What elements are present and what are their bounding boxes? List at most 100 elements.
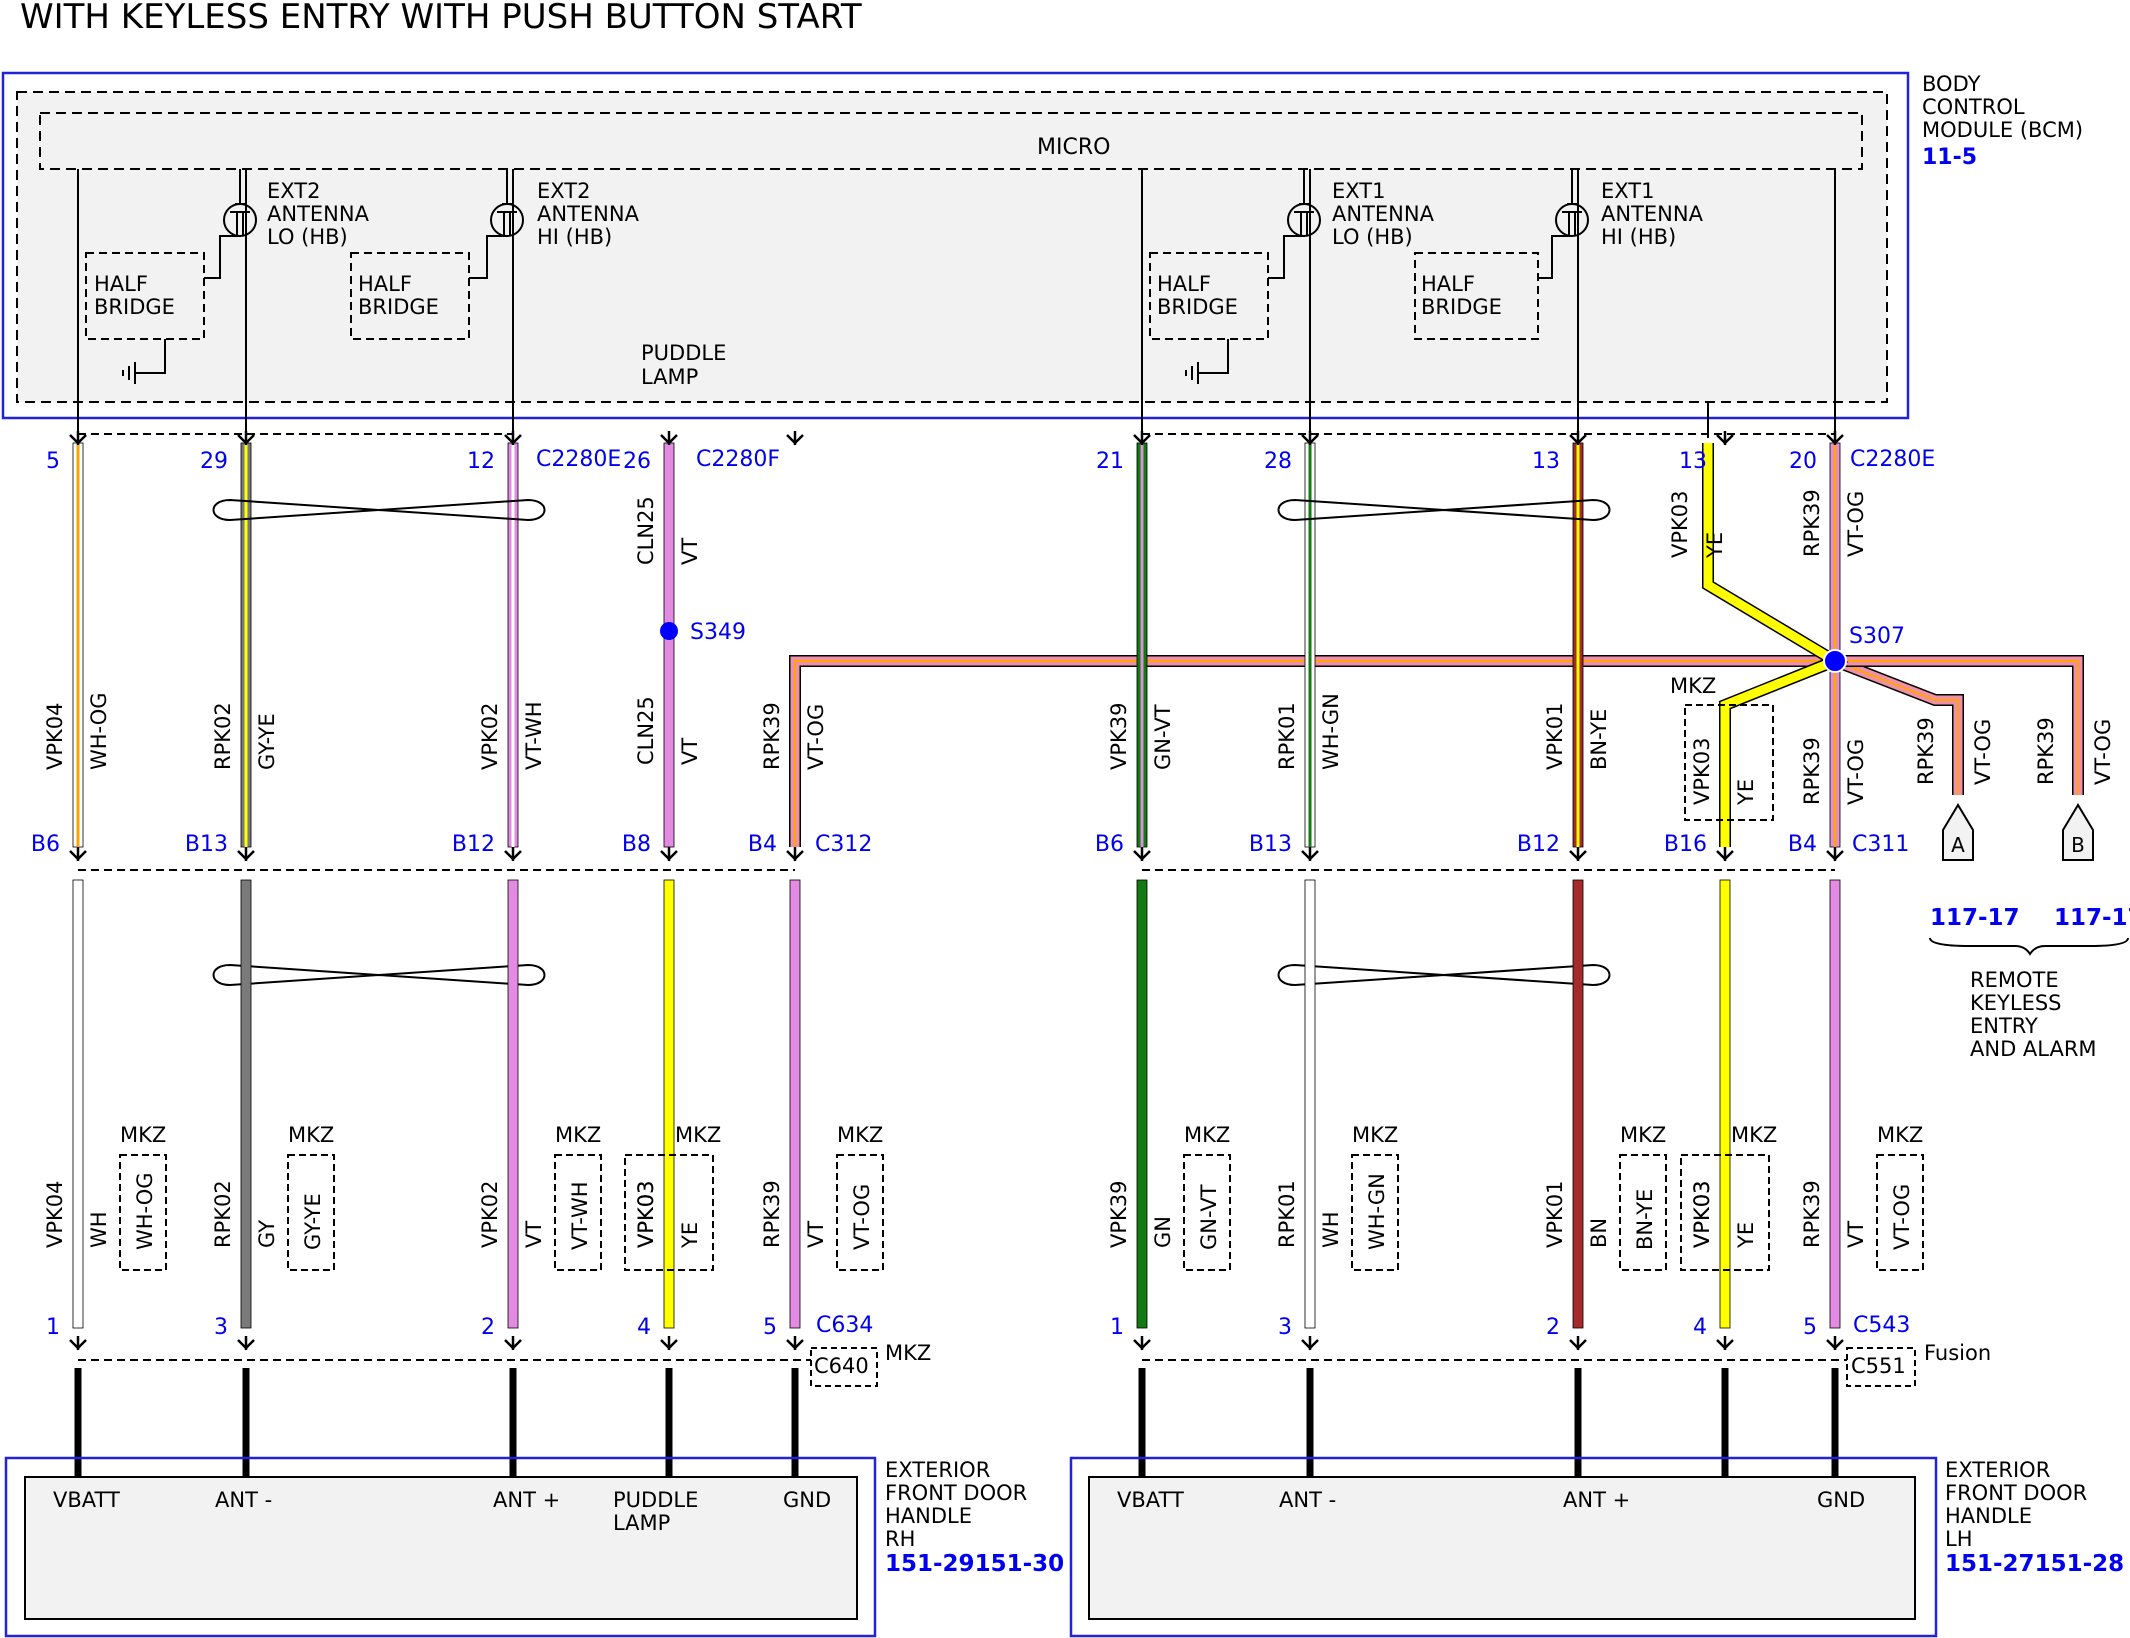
mkz-box [624,1154,714,1271]
branch-color: VT-OG [2091,719,2115,785]
lh-name-4: LH [1945,1527,1973,1551]
mkz-box [1183,1154,1231,1271]
mkz-label: MKZ [288,1123,334,1147]
wire-circuit: RPK39 [760,702,784,770]
bottom-wire-6 [1136,879,1148,1329]
bottom-pin: 4 [1693,1315,1707,1340]
antenna-3-line-3: LO (HB) [1332,225,1413,249]
connector-c551-note: Fusion [1924,1341,1991,1365]
top-wire-2 [240,442,252,848]
mid-pin: B12 [452,832,495,857]
connector-c640-note: MKZ [885,1341,931,1365]
top-pin: 5 [46,449,60,474]
top-wire-1 [72,442,84,848]
mkz-label: MKZ [1620,1123,1666,1147]
remote-keyless-3: ENTRY [1970,1014,2038,1038]
connector-c543: C543 [1853,1313,1910,1338]
half-bridge-2-line-2: BRIDGE [358,295,439,319]
rh-pin-puddle-2: LAMP [613,1511,670,1535]
bottom-pin: 4 [637,1315,651,1340]
mkz-color: WH-GN [1365,1173,1389,1250]
mid-pin: B8 [622,832,651,857]
wire-circuit-upper: RPK39 [1800,489,1824,557]
wire-circuit: VPK03 [634,1180,658,1248]
half-bridges: HALF BRIDGE HALF BRIDGE HALF BRIDGE HALF… [85,252,1539,340]
ref-117-17-a-link[interactable]: 117-17 [1930,905,2020,931]
wire-circuit: VPK39 [1107,702,1131,770]
antenna-2-line-1: EXT2 [537,179,590,203]
half-bridge-4-line-1: HALF [1421,272,1475,296]
splice-s307-label: S307 [1849,624,1905,649]
remote-keyless-2: KEYLESS [1970,991,2062,1015]
diagram-title: WITH KEYLESS ENTRY WITH PUSH BUTTON STAR… [20,0,862,37]
bcm-name-1: BODY [1922,72,1981,96]
mkz-color: VT-OG [850,1184,874,1250]
lh-pin-gnd: GND [1817,1488,1865,1512]
connector-c2280e-left: C2280E [536,447,621,472]
connector-c2280f: C2280F [696,447,780,472]
half-bridge-2-line-1: HALF [358,272,412,296]
mkz-color: GY-YE [301,1193,325,1250]
bottom-wire-1 [72,879,84,1329]
mkz-label: MKZ [120,1123,166,1147]
mkz-color: WH-OG [133,1172,157,1250]
mkz-label: MKZ [1731,1123,1777,1147]
inline-connector-label: A [1951,833,1965,857]
bcm-ref-link[interactable]: 11-5 [1922,145,1977,170]
wire-circuit: VPK02 [478,1180,502,1248]
wire-circuit: VPK03 [1690,737,1714,805]
mid-pin: B6 [31,832,60,857]
top-pin: 26 [623,449,651,474]
mkz-box [1619,1154,1667,1271]
top-wire-8 [1572,442,1584,848]
lh-name-3: HANDLE [1945,1504,2032,1528]
mkz-label: MKZ [1670,674,1716,698]
top-pin: 29 [200,449,228,474]
rh-name-3: HANDLE [885,1504,972,1528]
twisted-pair-symbol [1277,498,1611,522]
bottom-wire-2 [240,879,252,1329]
mkz-label: MKZ [1877,1123,1923,1147]
antenna-3-line-1: EXT1 [1332,179,1385,203]
rh-pin-ant-plus: ANT + [493,1488,560,1512]
micro-label: MICRO [1037,135,1110,160]
top-pin: 13 [1532,449,1560,474]
wire-circuit: VPK01 [1543,1180,1567,1248]
remote-keyless-1: REMOTE [1970,968,2059,992]
branch-color: VT-OG [1971,719,1995,785]
rh-ref-link[interactable]: 151-29151-30 [885,1551,1064,1577]
wire-circuit-upper: CLN25 [634,496,658,565]
mid-pin: B4 [1788,832,1817,857]
mid-pin: B6 [1095,832,1124,857]
mkz-circuit: VPK03 [1690,1180,1714,1248]
top-wire-3 [507,442,519,848]
antenna-2-line-2: ANTENNA [537,202,640,226]
puddle-label-2: LAMP [641,365,698,389]
half-bridge-3-line-2: BRIDGE [1157,295,1238,319]
mid-pin: B16 [1664,832,1707,857]
half-bridge-1-line-2: BRIDGE [94,295,175,319]
rpk39-bus [789,655,1835,847]
bottom-wire-10 [1829,879,1841,1329]
ref-117-17-b-link[interactable]: 117-17 [2054,905,2130,931]
lh-ref-link[interactable]: 151-27151-28 [1945,1551,2124,1577]
bottom-wire-3 [507,879,519,1329]
wire-color: YE [678,1222,702,1249]
bottom-pin: 3 [214,1315,228,1340]
wire-circuit-upper: VPK03 [1668,490,1692,558]
wire-circuit: VPK01 [1543,702,1567,770]
wire-color-upper: VT-OG [1844,491,1868,557]
remote-keyless-brace [1929,937,2129,956]
antenna-1-line-3: LO (HB) [267,225,348,249]
wire-circuit: RPK39 [1800,1180,1824,1248]
wire-color: GN-VT [1151,704,1175,770]
rh-pin-gnd: GND [783,1488,831,1512]
connector-c312: C312 [815,832,872,857]
wire-color: VT-OG [1844,739,1868,805]
mkz-label: MKZ [675,1123,721,1147]
bottom-pin: 1 [1110,1315,1124,1340]
lh-pin-vbatt: VBATT [1117,1488,1184,1512]
mkz-color: GN-VT [1197,1184,1221,1250]
